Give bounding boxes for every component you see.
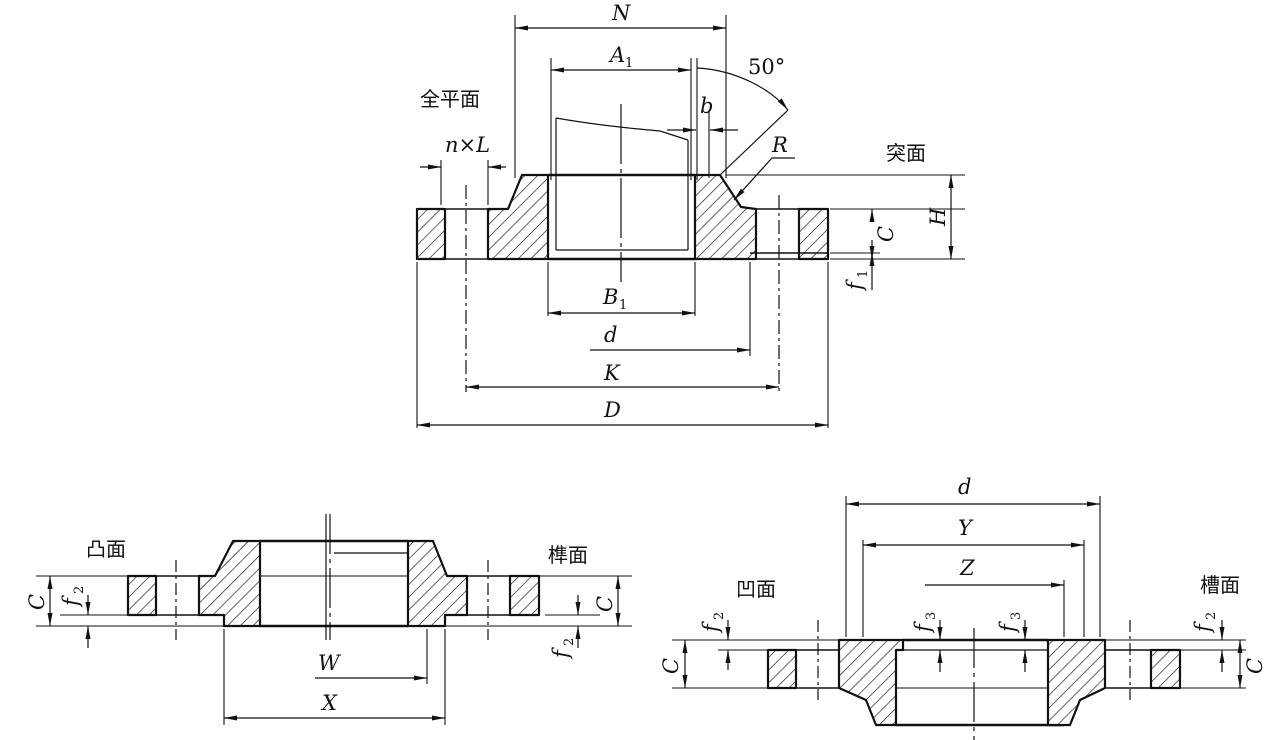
chamfer-50-line xyxy=(719,109,789,176)
label-X: X xyxy=(320,691,338,715)
top-pipe-wall xyxy=(555,117,689,251)
br-right-bolt-hole xyxy=(1104,649,1152,689)
top-extension-lines xyxy=(416,15,965,428)
top-flange-section xyxy=(415,15,965,428)
label-C-top: C xyxy=(874,226,898,242)
br-right-hub xyxy=(1046,638,1107,727)
bl-right-hub xyxy=(406,539,469,628)
label-B1: B xyxy=(602,285,618,309)
label-C-br-right: C xyxy=(1243,658,1267,674)
label-d-top: d xyxy=(604,323,617,347)
label-Z: Z xyxy=(959,556,975,580)
label-nxL: n×L xyxy=(445,133,490,157)
bl-left-outer-ring xyxy=(126,574,158,617)
dim-R-leader xyxy=(733,157,795,201)
label-f2-bl-right: f xyxy=(549,647,573,660)
label-A1: A xyxy=(608,43,625,67)
label-f3-b: f xyxy=(996,621,1020,634)
label-groove-face: 槽面 xyxy=(1200,573,1240,597)
label-f1-sub: 1 xyxy=(856,270,871,278)
label-N: N xyxy=(611,1,631,25)
br-right-outer-ring xyxy=(1149,648,1182,690)
label-f2-bl-right-sub: 2 xyxy=(562,638,577,646)
label-C-bl-right: C xyxy=(593,596,617,612)
label-f2-bl-left-sub: 2 xyxy=(72,586,87,594)
dim-angle-50 xyxy=(696,67,789,111)
label-d-br: d xyxy=(958,475,971,499)
label-W: W xyxy=(318,651,342,675)
top-right-outer-ring xyxy=(797,207,830,261)
label-b: b xyxy=(700,94,713,118)
bottom-left-flange-section xyxy=(36,514,632,725)
label-A1-sub: 1 xyxy=(625,56,633,71)
bl-left-bolt-hole xyxy=(155,575,200,616)
bl-right-outer-ring xyxy=(508,574,541,617)
label-raised-face: 突面 xyxy=(886,141,926,165)
label-f2-br-right-sub: 2 xyxy=(1204,612,1219,620)
br-left-hub xyxy=(837,638,905,727)
label-D: D xyxy=(603,398,621,422)
label-Y: Y xyxy=(958,516,974,540)
br-left-outer-ring xyxy=(766,648,798,690)
label-concave-face: 凹面 xyxy=(736,577,776,601)
label-C-bl-left: C xyxy=(25,594,49,610)
label-f2-br-left: f xyxy=(699,621,723,634)
label-tenon-face: 榫面 xyxy=(548,543,588,567)
label-K: K xyxy=(603,361,621,385)
label-C-br-left: C xyxy=(659,658,683,674)
label-f3-a: f xyxy=(911,621,935,634)
label-f2-br-right: f xyxy=(1191,621,1215,634)
label-B1-sub: 1 xyxy=(619,298,627,313)
top-right-bolt-hole xyxy=(755,208,800,260)
label-f3-b-sub: 3 xyxy=(1009,612,1024,620)
top-left-outer-ring xyxy=(415,207,447,261)
label-angle-50: 50° xyxy=(748,55,785,79)
label-f2-br-left-sub: 2 xyxy=(712,612,727,620)
label-f1: f xyxy=(843,279,867,292)
label-H: H xyxy=(926,207,950,227)
label-f3-a-sub: 3 xyxy=(924,612,939,620)
label-f2-bl-left: f xyxy=(59,595,83,608)
bl-left-hub xyxy=(197,539,262,628)
bottom-right-flange-section xyxy=(672,496,1246,740)
top-right-hub xyxy=(693,173,758,261)
label-full-flat-face: 全平面 xyxy=(420,87,480,111)
label-R: R xyxy=(771,133,788,157)
top-left-hub xyxy=(486,173,550,261)
label-convex-face: 凸面 xyxy=(86,537,126,561)
